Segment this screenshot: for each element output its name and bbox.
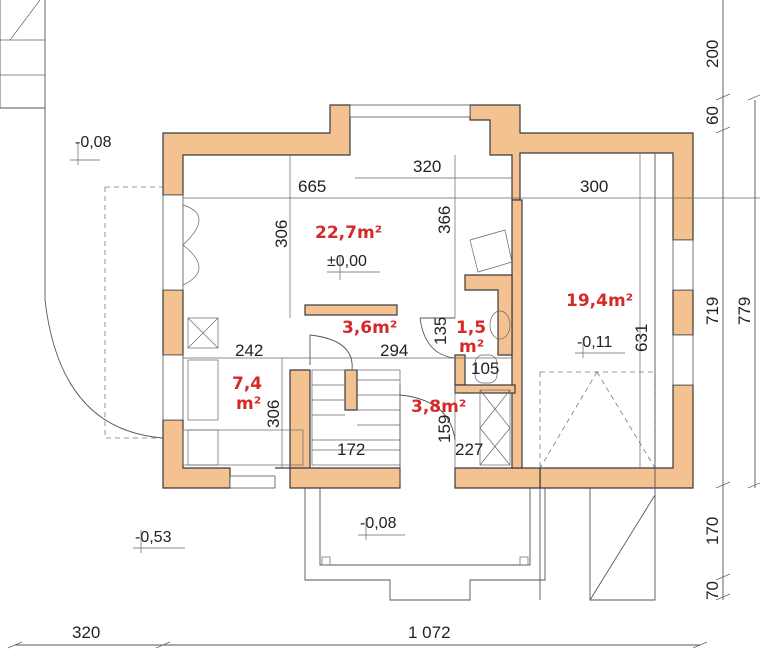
dim-170: 170 <box>703 517 722 545</box>
dim-779: 779 <box>735 297 754 325</box>
walls <box>162 104 694 489</box>
area-kitchen-unit: m² <box>236 394 261 414</box>
level-ground: -0,53 <box>135 529 172 546</box>
dim-bottom-1072: 1 072 <box>408 623 451 642</box>
dim-172: 172 <box>337 440 365 459</box>
dim-719: 719 <box>703 297 722 325</box>
sink <box>187 359 219 421</box>
fixtures <box>182 229 513 466</box>
dim-135: 135 <box>431 317 450 345</box>
openings <box>162 104 694 489</box>
area-living-room: 22,7m² <box>315 223 382 243</box>
dim-294: 294 <box>380 341 408 360</box>
dim-159: 159 <box>435 415 454 443</box>
dim-631: 631 <box>632 324 651 352</box>
dim-60: 60 <box>703 106 722 125</box>
dimension-lines <box>7 0 760 649</box>
toilet <box>474 354 498 384</box>
dim-242: 242 <box>235 341 263 360</box>
fireplace <box>469 229 513 273</box>
dim-227: 227 <box>455 440 483 459</box>
dim-300: 300 <box>580 177 608 196</box>
area-kitchen-value: 7,4 <box>232 374 262 394</box>
area-garage: 19,4m² <box>566 291 633 311</box>
area-vestibule: 3,8m² <box>411 397 466 417</box>
area-hall: 3,6m² <box>342 318 397 338</box>
dim-70: 70 <box>703 581 722 600</box>
garage-and-porch <box>304 153 656 601</box>
level-terrace: -0,08 <box>75 134 112 151</box>
dim-665: 665 <box>298 177 326 196</box>
level-garage: -0,11 <box>577 334 612 351</box>
washbasin <box>489 310 511 340</box>
labels: -0,08 22,7m² ±0,00 665 320 300 306 366 1… <box>70 40 754 642</box>
staircase <box>311 369 401 466</box>
dim-306-kitchen: 306 <box>264 400 283 428</box>
dim-200-right: 200 <box>703 40 722 68</box>
dim-105: 105 <box>471 359 499 378</box>
dim-bottom-320: 320 <box>72 623 100 642</box>
level-living-room: ±0,00 <box>327 253 367 270</box>
dim-306-living: 306 <box>272 220 291 248</box>
terrace <box>0 0 164 439</box>
level-entrance: -0,08 <box>360 515 397 532</box>
area-wc-value: 1,5 <box>456 318 486 338</box>
dim-320: 320 <box>413 157 441 176</box>
dim-366: 366 <box>435 206 454 234</box>
stove <box>187 429 219 466</box>
area-wc-unit: m² <box>459 337 484 357</box>
